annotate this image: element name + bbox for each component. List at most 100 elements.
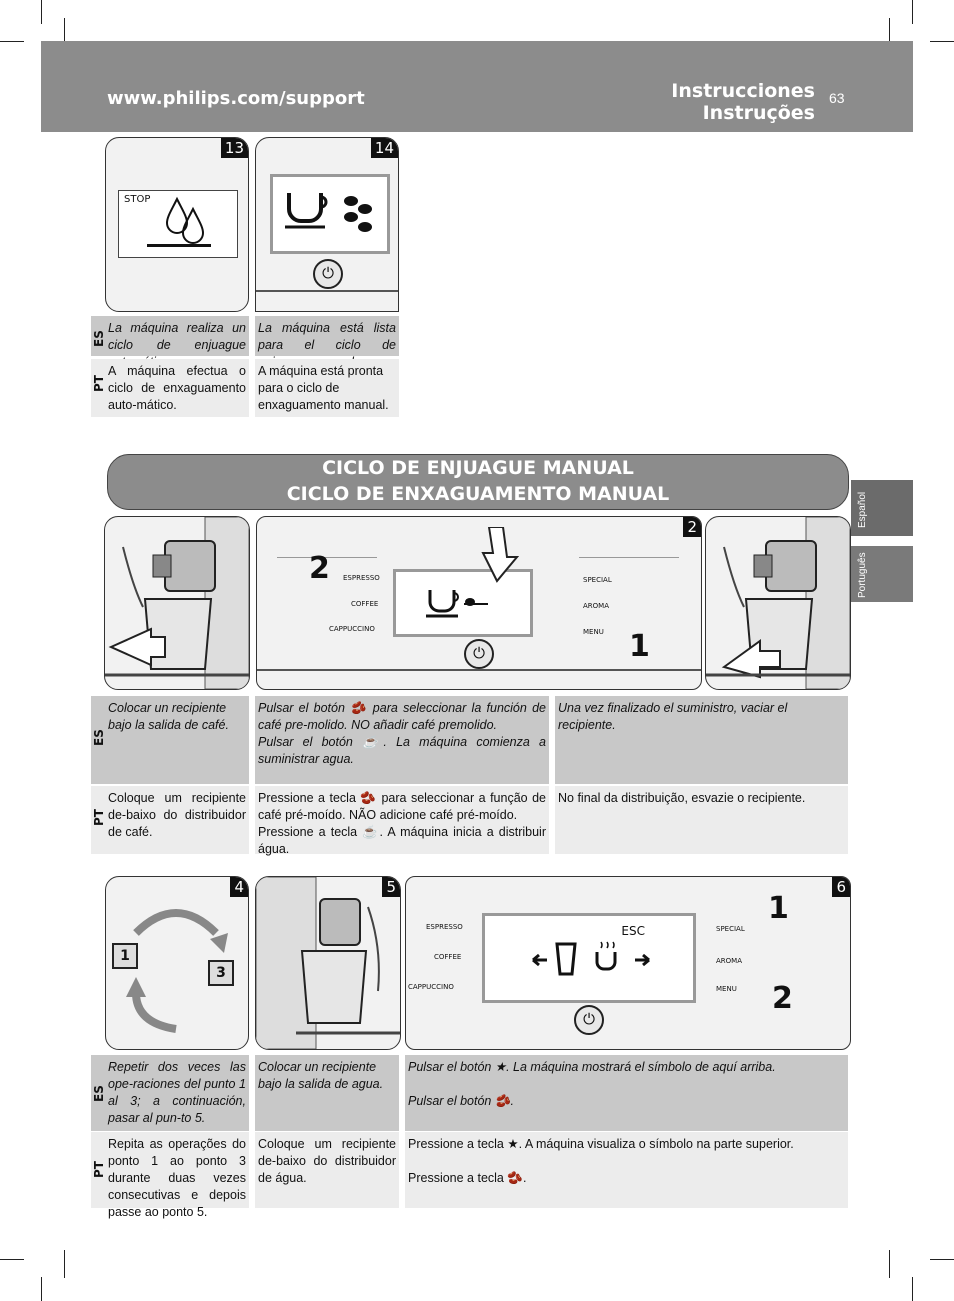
step-3-pt-text: No final da distribuição, esvazie o reci… — [555, 786, 848, 854]
water-drops-icon — [165, 196, 205, 244]
crop-mark — [41, 1277, 42, 1301]
step-3-es-text: Una vez finalizado el suministro, vaciar… — [555, 696, 848, 784]
cappuccino-label: CAPPUCCINO — [329, 625, 375, 633]
step-number: 2 — [683, 517, 701, 537]
step-14-illustration: 14 ⏻ — [255, 137, 399, 312]
aroma-bean-icon: 🫘 — [360, 791, 377, 805]
tab-portugues[interactable]: Português — [851, 546, 913, 602]
cup-memo-icon: ☕ — [362, 735, 384, 749]
coffee-label: COFFEE — [351, 600, 379, 608]
coffee-machine-jug-illustration — [706, 517, 850, 689]
cappuccino-label: CAPPUCCINO — [408, 983, 454, 991]
step-6-pt-text: Pressione a tecla ★. A máquina visualiza… — [405, 1132, 848, 1208]
espresso-label: ESPRESSO — [343, 574, 380, 582]
special-label: SPECIAL — [583, 576, 612, 584]
arrow-down-icon — [481, 527, 520, 583]
step-3-illustration: 3 — [705, 516, 851, 690]
page-title: Instrucciones Instruções — [671, 80, 815, 124]
cup-premoid-icon — [426, 590, 488, 618]
step-5-illustration: 5 — [255, 876, 401, 1050]
power-icon: ⏻ — [313, 259, 343, 289]
aroma-label: AROMA — [583, 602, 609, 610]
aroma-label: AROMA — [716, 957, 742, 965]
left-buttons: ESPRESSO COFFEE CAPPUCCINO — [408, 911, 470, 997]
page-number: 63 — [829, 90, 845, 106]
step-5-es-text: Colocar un recipiente bajo la salida de … — [255, 1055, 399, 1131]
water-cup-icon — [532, 941, 650, 976]
aroma-bean-icon: 🫘 — [350, 701, 368, 715]
tab-espanol[interactable]: Español — [851, 480, 913, 536]
step-4-pt-text: Repita as operações do ponto 1 ao ponto … — [91, 1132, 249, 1219]
step-1-illustration: 1 — [104, 516, 250, 690]
crop-mark — [64, 1250, 65, 1278]
callout-1: 1 — [112, 943, 138, 969]
lang-pt: PT — [92, 375, 106, 392]
lang-es: ES — [92, 1085, 106, 1102]
step-2-illustration: 2 ESPRESSO COFFEE CAPPUCCINO SPECIAL ARO… — [256, 516, 702, 690]
callout-3: 3 — [208, 960, 234, 986]
esc-label: ESC — [621, 924, 645, 938]
step-6-es-part: . — [510, 1094, 514, 1108]
lang-es: ES — [92, 729, 106, 746]
step-6-es-text: Pulsar el botón ★. La máquina mostrará e… — [405, 1055, 848, 1131]
section-title-pt: CICLO DE ENXAGUAMENTO MANUAL — [286, 483, 670, 505]
tab-portugues-label: Português — [857, 552, 868, 598]
cup-beans-icon — [285, 193, 372, 232]
step-6-es-part: Pulsar el botón — [408, 1060, 492, 1074]
coffee-machine-jug-illustration — [105, 517, 249, 689]
title-pt: Instruções — [702, 102, 815, 124]
crop-mark — [889, 18, 890, 46]
callout-1: 1 — [768, 891, 789, 926]
espresso-label: ESPRESSO — [426, 923, 463, 931]
panel-edge — [256, 290, 398, 292]
step-6-pt-part: Pressione a tecla — [408, 1171, 504, 1185]
step-14-pt-text: A máquina está pronta para o ciclo de en… — [255, 359, 399, 417]
step-2-es-part: . La máquina comienza a suministrar agua… — [258, 735, 546, 766]
section-title-es: CICLO DE ENJUAGUE MANUAL — [322, 457, 634, 479]
right-buttons: SPECIAL AROMA MENU — [579, 557, 679, 642]
right-buttons: SPECIAL AROMA MENU — [712, 911, 832, 997]
panel-edge — [257, 669, 701, 671]
step-2-es-part: Pulsar el botón — [258, 701, 345, 715]
lang-es: ES — [92, 330, 106, 347]
power-icon: ⏻ — [464, 639, 494, 669]
special-star-icon: ★ — [507, 1137, 519, 1151]
support-url[interactable]: www.philips.com/support — [107, 88, 365, 109]
step-13-es-text: La máquina realiza un ciclo de enjuague … — [91, 316, 249, 369]
cup-memo-icon: ☕ — [362, 825, 380, 839]
menu-label: MENU — [583, 628, 604, 636]
lang-pt: PT — [92, 809, 106, 826]
machine-water-jug-illustration — [256, 877, 400, 1049]
title-es: Instrucciones — [671, 80, 815, 102]
left-buttons: ESPRESSO COFFEE CAPPUCCINO — [277, 557, 380, 642]
step-13-illustration: 13 STOP — [105, 137, 249, 312]
aroma-bean-icon: 🫘 — [507, 1171, 523, 1185]
progress-bar — [147, 244, 211, 247]
section-title: CICLO DE ENJUAGUE MANUAL CICLO DE ENXAGU… — [107, 454, 849, 510]
step-13-pt-text: A máquina efectua o ciclo de enxaguament… — [91, 359, 249, 417]
crop-mark — [912, 1277, 913, 1301]
step-number: 13 — [220, 138, 248, 158]
tab-espanol-label: Español — [857, 491, 868, 528]
crop-mark — [912, 0, 913, 24]
step-2-es-part: Pulsar el botón — [258, 735, 353, 749]
stop-label: STOP — [124, 194, 151, 205]
callout-1: 1 — [629, 629, 650, 664]
step-2-pt-part: Pressione a tecla — [258, 791, 356, 805]
callout-2: 2 — [309, 551, 330, 586]
crop-mark — [64, 18, 65, 46]
crop-mark — [930, 41, 954, 42]
lang-pt: PT — [92, 1161, 106, 1178]
step-number: 14 — [370, 138, 398, 158]
display-screen — [270, 174, 390, 254]
power-icon: ⏻ — [574, 1005, 604, 1035]
step-4-illustration: 4 1 3 — [105, 876, 249, 1050]
coffee-label: COFFEE — [434, 953, 462, 961]
step-6-pt-part: . A máquina visualiza o símbolo na parte… — [518, 1137, 794, 1151]
crop-mark — [41, 0, 42, 24]
display-screen — [393, 569, 533, 637]
crop-mark — [0, 41, 24, 42]
step-number: 6 — [832, 877, 850, 897]
crop-mark — [930, 1259, 954, 1260]
step-2-pt-text: Pressione a tecla 🫘 para seleccionar a f… — [255, 786, 549, 856]
